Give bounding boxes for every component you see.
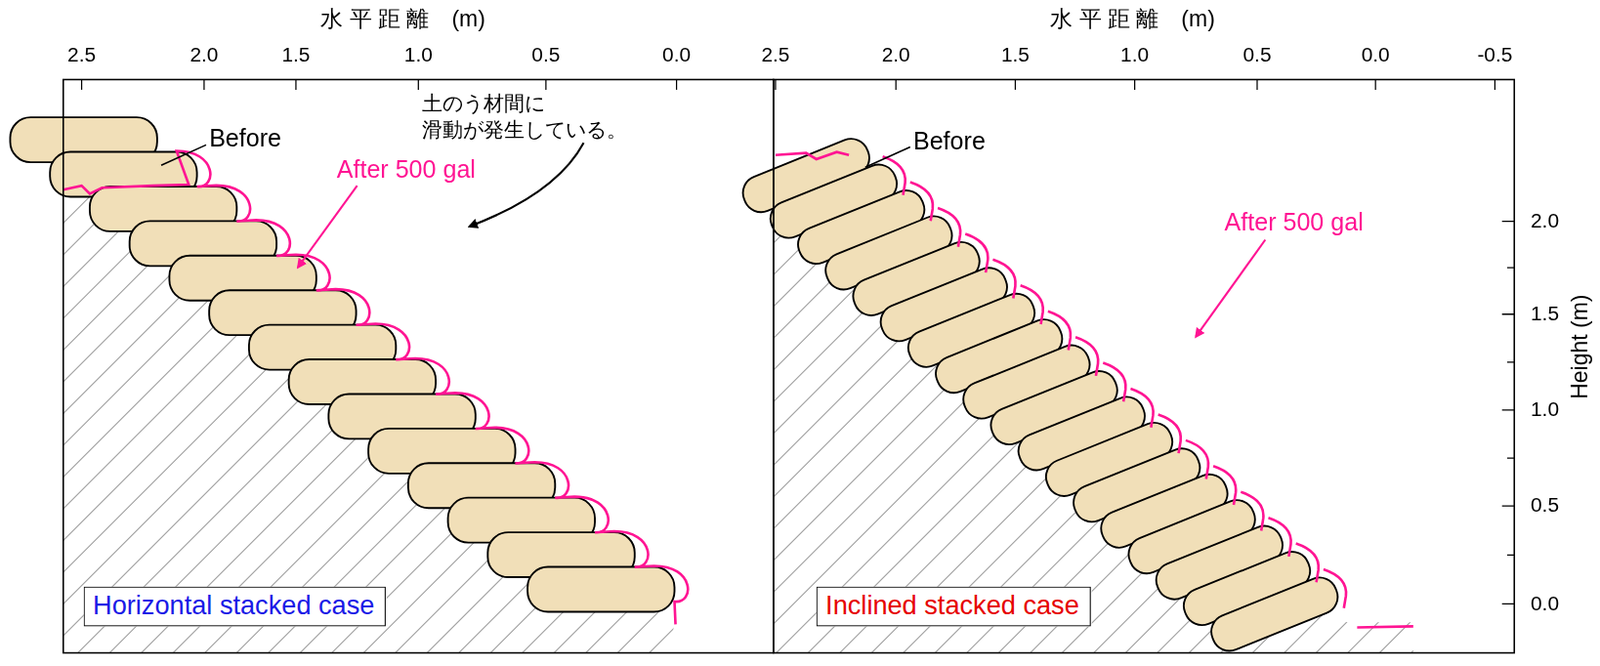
callout-label: After 500 gal	[336, 155, 476, 184]
axis-tick	[545, 79, 547, 89]
tick-label: 0.5	[1242, 42, 1271, 67]
callout-label: Before	[913, 126, 986, 156]
after-shaking-profile	[1075, 336, 1098, 377]
after-shaking-profile	[1102, 363, 1126, 403]
case-label: Horizontal stacked case	[92, 589, 377, 623]
axis-tick	[418, 79, 420, 89]
axis-tick	[203, 79, 205, 89]
tick-label: 0.5	[531, 42, 560, 67]
after-shaking-profile	[965, 233, 988, 273]
sandbag	[527, 567, 674, 613]
after-shaking-profile	[63, 151, 688, 626]
tick-label: 0.0	[662, 42, 691, 67]
axis-tick	[1502, 220, 1516, 222]
case-label: Inclined stacked case	[825, 589, 1082, 623]
tick-label: 2.0	[882, 42, 911, 67]
axis-tick	[1375, 79, 1377, 89]
callout-label: Before	[209, 124, 282, 153]
tick-label: 1.5	[1530, 301, 1559, 326]
axis-tick	[1134, 79, 1136, 89]
after-shaking-profile	[1296, 544, 1319, 584]
tick-label: 0.5	[1530, 494, 1559, 518]
after-shaking-profile	[1048, 311, 1071, 351]
axis-tick	[895, 79, 897, 89]
axis-title: 水 平 距 離 (m)	[1050, 5, 1216, 32]
axis-tick	[1014, 79, 1016, 89]
after-shaking-profile	[1323, 569, 1347, 609]
axis-title: 水 平 距 離 (m)	[320, 5, 486, 32]
tick-label: 1.0	[1530, 397, 1559, 422]
tick-label: 2.0	[1530, 209, 1559, 233]
axis-tick	[1507, 554, 1515, 556]
after-shaking-profile	[992, 259, 1015, 299]
axis-title: Height (m)	[1566, 294, 1593, 400]
callout-label: After 500 gal	[1224, 208, 1364, 237]
after-shaking-profile	[1267, 517, 1291, 557]
tick-label: 2.5	[67, 42, 96, 67]
tick-label: 2.5	[760, 42, 790, 67]
tick-label: 1.0	[404, 42, 433, 67]
case-label-box: Horizontal stacked case	[84, 587, 386, 628]
after-shaking-profile	[883, 156, 906, 196]
after-shaking-profile	[910, 182, 933, 222]
axis-tick	[1256, 79, 1258, 89]
axis-tick	[1507, 267, 1515, 269]
axis-tick	[294, 79, 296, 89]
tick-label: 1.0	[1120, 42, 1149, 67]
axis-tick	[1502, 313, 1516, 315]
tick-label: 1.5	[281, 42, 310, 67]
after-shaking-profile	[1130, 388, 1153, 428]
axis-tick	[81, 79, 83, 89]
axis-tick	[1502, 409, 1516, 411]
after-shaking-profile	[1356, 626, 1413, 628]
after-shaking-profile	[1158, 414, 1181, 454]
after-shaking-profile	[775, 152, 849, 160]
after-shaking-profile	[1185, 440, 1209, 480]
after-shaking-profile	[1020, 285, 1044, 325]
axis-tick	[1502, 603, 1516, 605]
sandbag	[1206, 572, 1344, 657]
after-shaking-profile	[1240, 492, 1264, 532]
axis-tick	[1494, 79, 1496, 89]
tick-label: 2.0	[189, 42, 218, 67]
after-shaking-profile	[1213, 465, 1236, 506]
axis-tick	[1502, 505, 1516, 507]
tick-label: -0.5	[1476, 42, 1513, 67]
case-label-box: Inclined stacked case	[816, 587, 1092, 628]
tick-label: 1.5	[1001, 42, 1030, 67]
axis-tick	[1507, 361, 1515, 363]
axis-tick	[1507, 457, 1515, 459]
tick-label: 0.0	[1530, 591, 1559, 616]
axis-tick	[675, 79, 677, 89]
annotation: 土のう材間に 滑動が発生している。	[421, 89, 636, 143]
axis-tick	[774, 79, 776, 89]
after-shaking-profile	[937, 208, 961, 248]
tick-label: 0.0	[1361, 42, 1390, 67]
